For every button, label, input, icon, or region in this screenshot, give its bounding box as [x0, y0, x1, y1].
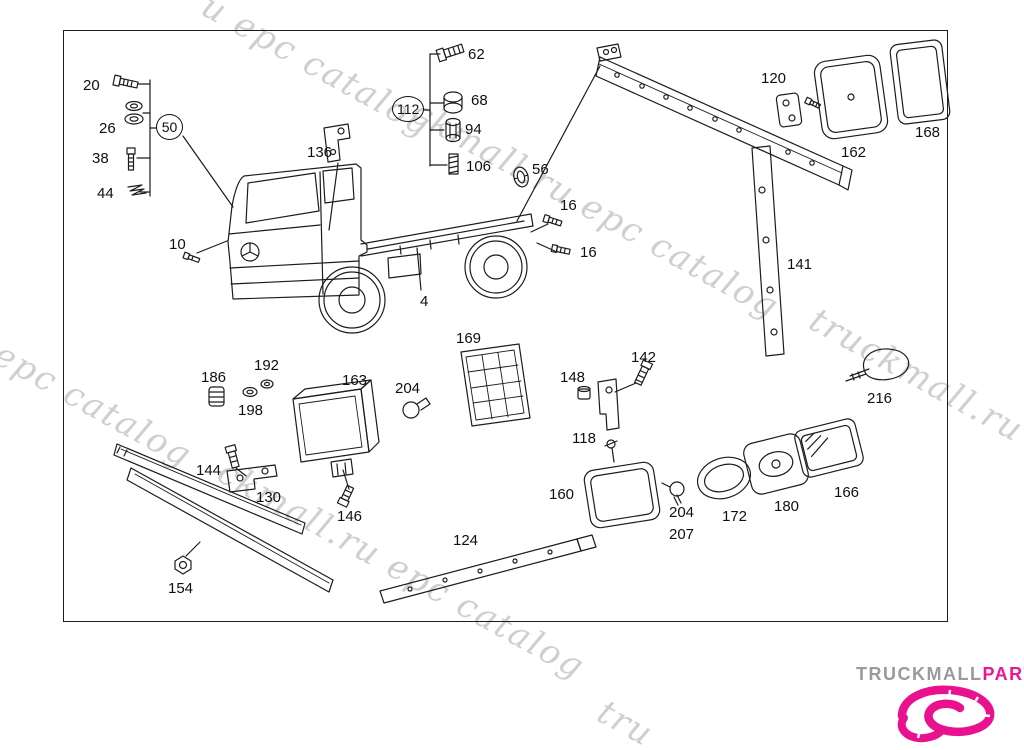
part-141-crossmember — [595, 43, 853, 357]
part-124-strip — [379, 534, 597, 604]
sleeve-icon — [445, 117, 461, 143]
spring-pin-icon — [448, 153, 459, 175]
part-180-housing — [743, 433, 809, 495]
logo-brand-suffix: PARTS — [982, 664, 1024, 684]
pin-icon — [182, 251, 201, 263]
leader-lines — [136, 53, 637, 557]
truckmall-logo-text: TRUCKMALLPARTS — [856, 664, 1024, 685]
bolt-icon — [634, 359, 654, 386]
nut-icon — [174, 555, 192, 575]
part-169-grille — [460, 343, 531, 427]
part-168-lens — [889, 39, 951, 125]
bulb-icon — [402, 397, 431, 419]
bolt-icon — [435, 43, 465, 63]
part-136-bracket — [323, 123, 351, 163]
grommet-icon — [443, 91, 463, 114]
logo-brand-name: TRUCKMALL — [856, 664, 983, 684]
hardware-icons — [112, 43, 685, 575]
stud-icon — [126, 147, 136, 171]
part-160-lamp — [583, 439, 661, 529]
part-172-gasket — [696, 456, 752, 500]
truck-cab-chassis-drawing — [227, 163, 534, 334]
washer-icon — [124, 100, 144, 125]
nut-icon — [577, 385, 591, 400]
part-162-lamp — [813, 54, 889, 140]
bushing-icon — [208, 386, 225, 407]
washer-icon — [242, 379, 274, 398]
diagram-frame — [63, 30, 948, 622]
part-166-lens — [794, 418, 864, 478]
part-118-bracket — [597, 378, 620, 431]
truckmall-logo-icon — [897, 685, 995, 743]
bumper-strips — [113, 443, 334, 593]
part-163-lamp — [292, 379, 380, 478]
bolt-icon — [542, 214, 563, 227]
bolt-icon — [224, 444, 240, 469]
bolt-icon — [550, 243, 571, 255]
part-120-plate — [775, 92, 822, 128]
bolt-icon — [336, 484, 355, 508]
bulb-icon — [661, 481, 685, 506]
part-216-cable-tie — [845, 348, 910, 382]
grommet-icon — [513, 166, 529, 188]
clip-icon — [127, 184, 147, 196]
bolt-icon — [112, 74, 139, 89]
part-130-bracket — [226, 464, 278, 493]
